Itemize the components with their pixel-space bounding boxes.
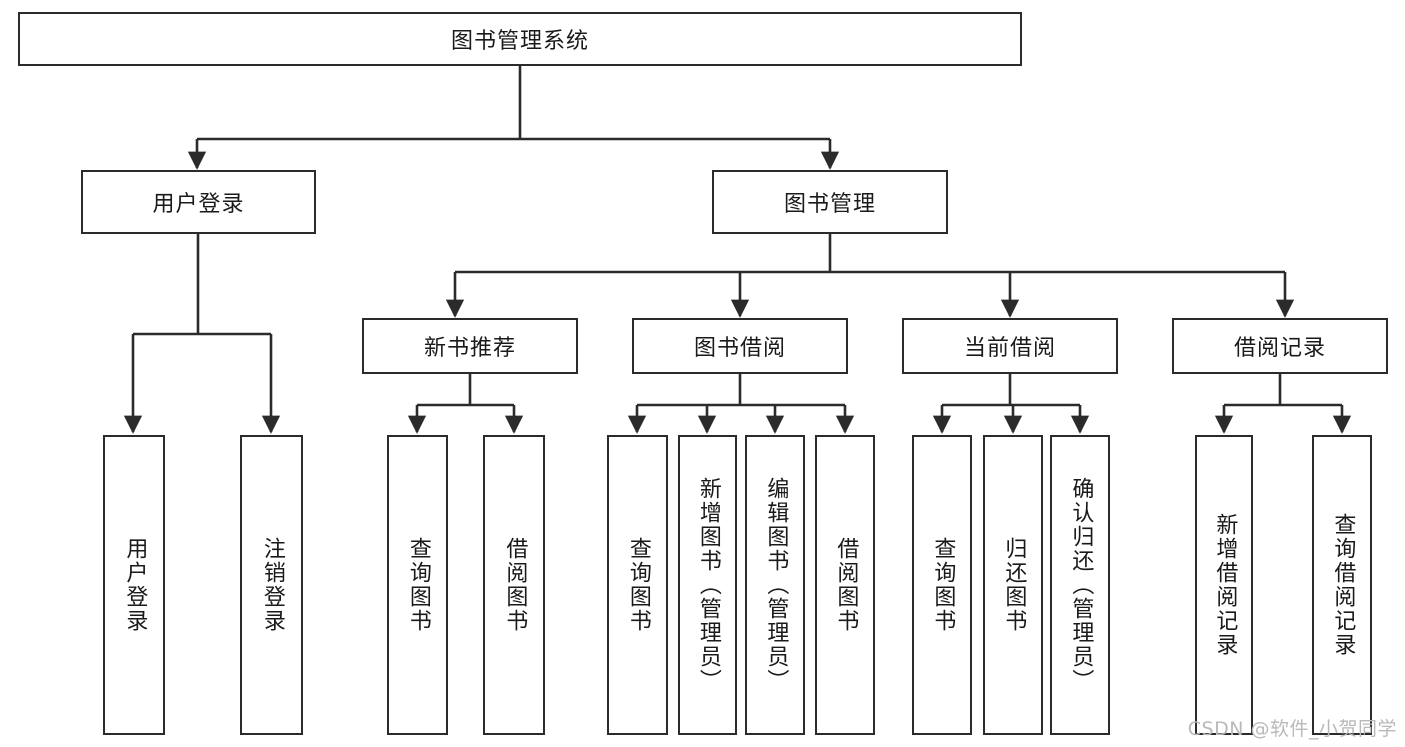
node-current-borrow[interactable]: 当前借阅 <box>902 318 1118 374</box>
node-book-borrow[interactable]: 图书借阅 <box>632 318 848 374</box>
node-new-book-recommend[interactable]: 新书推荐 <box>362 318 578 374</box>
leaf-new-book-1[interactable]: 查询图书 <box>387 435 448 735</box>
leaf-current-borrow-2[interactable]: 归还图书 <box>983 435 1043 735</box>
leaf-user-login-2[interactable]: 注销登录 <box>240 435 303 735</box>
leaf-borrow-record-1[interactable]: 新增借阅记录 <box>1195 435 1253 735</box>
leaf-book-borrow-3[interactable]: 编辑图书（管理员） <box>745 435 805 735</box>
node-book-manage[interactable]: 图书管理 <box>712 170 948 234</box>
node-root[interactable]: 图书管理系统 <box>18 12 1022 66</box>
node-user-login[interactable]: 用户登录 <box>81 170 316 234</box>
leaf-book-borrow-2[interactable]: 新增图书（管理员） <box>678 435 737 735</box>
leaf-new-book-2[interactable]: 借阅图书 <box>483 435 545 735</box>
leaf-current-borrow-3[interactable]: 确认归还（管理员） <box>1050 435 1110 735</box>
leaf-book-borrow-1[interactable]: 查询图书 <box>607 435 668 735</box>
leaf-user-login-1[interactable]: 用户登录 <box>103 435 165 735</box>
leaf-book-borrow-4[interactable]: 借阅图书 <box>815 435 875 735</box>
leaf-borrow-record-2[interactable]: 查询借阅记录 <box>1312 435 1372 735</box>
leaf-current-borrow-1[interactable]: 查询图书 <box>912 435 972 735</box>
node-borrow-record[interactable]: 借阅记录 <box>1172 318 1388 374</box>
